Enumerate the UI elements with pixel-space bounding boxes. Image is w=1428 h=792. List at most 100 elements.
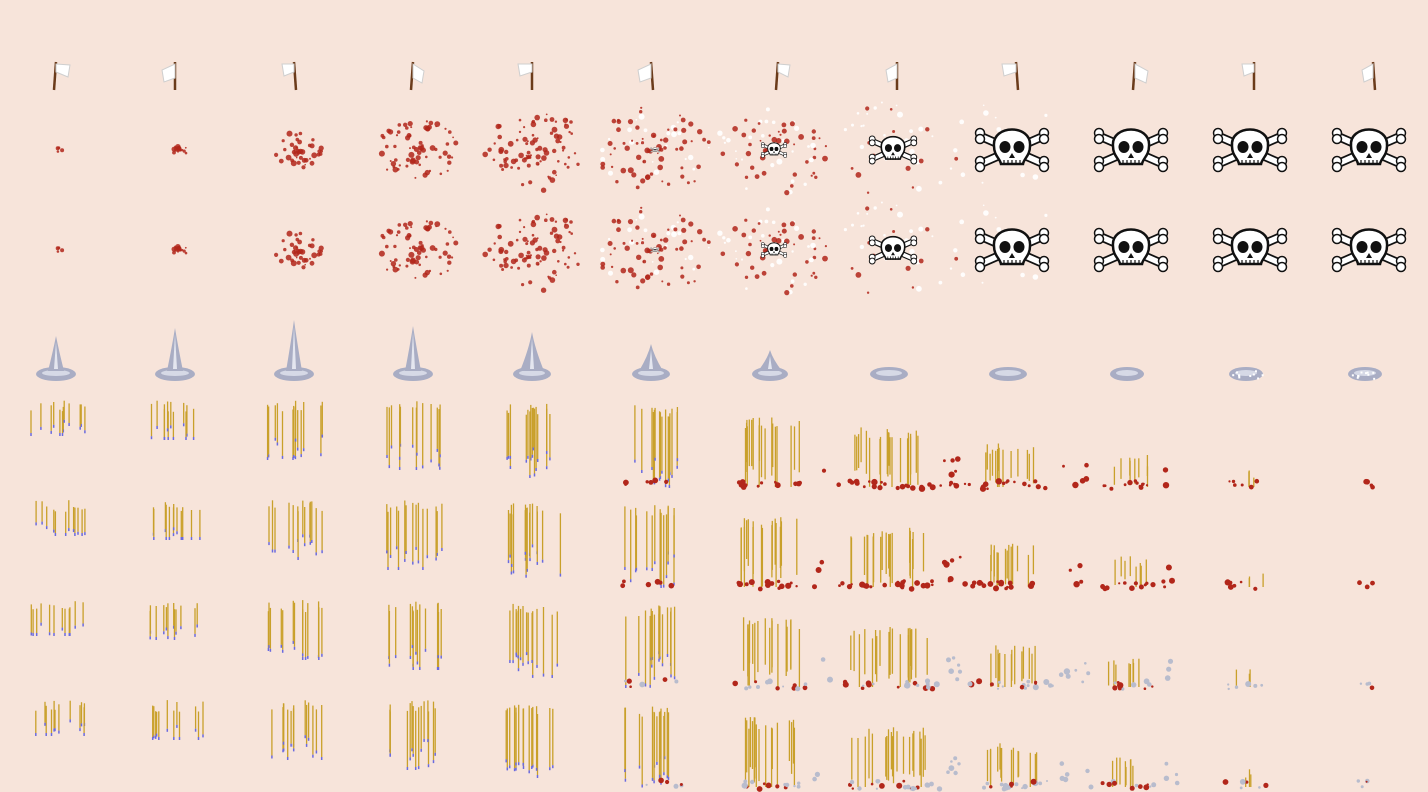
blood-skull-sprite [171,244,188,255]
arrow-volley-sprite [623,405,679,488]
arrow-volley-sprite [1227,669,1264,691]
blood-skull-frame [0,105,119,205]
arrow-volley-sprite [941,543,1080,592]
arrow-volley-dust-frame [820,595,963,695]
water-splash-frame [357,318,476,393]
arrow-volley-dust-frame [0,695,119,792]
arrow-volley-sprite [736,417,802,490]
arrow-volley-dust-frame [1309,695,1428,792]
arrow-volley-blood-frame [476,495,595,595]
skull-crossbones-icon [760,242,788,258]
arrow-volley-sprite [1356,778,1370,789]
skull-crossbones-icon [868,235,918,265]
arrow-volley-dust-frame [812,695,961,792]
arrow-volley-blood-frame [119,495,238,595]
arrow-volley-sprite [1357,580,1375,590]
blood-skull-frame [952,104,1071,205]
arrow-volley-dust-frame [946,595,1078,695]
arrow-volley-sprite [943,443,1079,492]
blood-skull-sprite [843,201,958,294]
arrow-volley-sprite [620,505,675,589]
blood-skull-sprite [600,206,711,290]
arrow-volley-blood-frame [1190,495,1309,595]
white-flag-frame [0,40,119,100]
arrow-volley-sprite [820,627,963,692]
arrow-volley-sprite [266,400,324,460]
arrow-volley-blood-frame [595,395,714,495]
arrow-volley-sprite [1079,455,1170,491]
arrow-volley-sprite [30,601,84,636]
arrow-volley-sprite [946,743,1070,792]
white-flag-frame [595,40,714,100]
blood-skull-sprite [600,106,711,190]
arrow-volley-blood-frame [943,395,1079,495]
blood-skull-frame [357,105,476,205]
skull-crossbones-icon [868,135,918,165]
blood-skull-sprite [717,107,828,196]
arrow-volley-blood-frame [595,495,714,595]
arrow-volley-dust-frame [119,695,238,792]
blood-skull-sprite [482,113,580,193]
arrow-volley-blood-frame [812,495,968,595]
white-flag-sprite [1001,61,1020,91]
water-splash-sprite [632,344,670,381]
blood-skull-sprite [482,213,580,293]
skull-crossbones-icon [650,247,660,253]
blood-skull-frame [595,205,714,305]
blood-skull-sprite [274,230,324,270]
arrow-volley-sprite [35,500,86,536]
blood-skull-sprite [378,120,459,179]
arrow-volley-blood-frame [238,395,357,495]
arrow-volley-dust-frame [357,695,476,792]
arrow-volley-blood-frame [357,495,476,595]
white-flag-sprite [774,61,791,91]
arrow-volley-dust-frame [0,595,119,695]
arrow-volley-blood-frame [714,495,833,595]
arrow-volley-sprite [150,400,195,440]
white-flag-sprite [409,61,425,91]
arrow-volley-blood-frame [0,395,119,495]
arrow-volley-dust-frame [119,595,238,695]
arrow-volley-sprite [30,400,86,436]
skull-crossbones-icon [1093,227,1169,273]
arrow-volley-sprite [35,700,86,736]
arrow-volley-dust-frame [1190,595,1309,695]
arrow-volley-sprite [149,603,198,640]
white-flag-frame [476,40,595,100]
blood-skull-frame [952,204,1071,305]
water-splash-frame [1071,318,1190,393]
white-flag-sprite [885,62,899,90]
arrow-volley-blood-frame [714,395,833,495]
arrow-volley-sprite [812,727,961,792]
arrow-volley-blood-frame [1071,395,1190,495]
blood-skull-sprite [717,207,828,296]
blood-skull-sprite [378,220,459,279]
water-splash-sprite [752,350,788,381]
arrow-volley-dust-frame [595,695,714,792]
water-splash-frame [833,318,952,393]
arrow-volley-blood-frame [357,395,476,495]
arrow-volley-blood-frame [238,495,357,595]
blood-skull-frame [714,105,833,205]
blood-skull-frame [1309,205,1428,305]
skull-crossbones-icon [974,227,1050,273]
skull-crossbones-icon [1093,127,1169,173]
water-splash-sprite [155,328,195,381]
skull-crossbones-icon [974,127,1050,173]
water-splash-sprite [1229,367,1264,381]
blood-skull-sprite [954,104,1050,184]
blood-skull-frame [119,205,238,305]
water-splash-sprite [36,336,76,381]
white-flag-sprite [1241,62,1256,90]
white-flag-sprite [637,61,655,91]
arrow-volley-blood-frame [1190,395,1309,495]
blood-skull-frame [595,105,714,205]
white-flag-frame [714,40,833,100]
blood-skull-frame [1071,205,1190,305]
water-splash-frame [0,318,119,393]
arrow-volley-sprite [821,427,961,492]
blood-skull-frame [833,101,958,205]
arrow-volley-dust-frame [1071,595,1190,695]
blood-skull-sprite [1331,127,1407,173]
arrow-volley-dust-frame [714,695,833,792]
